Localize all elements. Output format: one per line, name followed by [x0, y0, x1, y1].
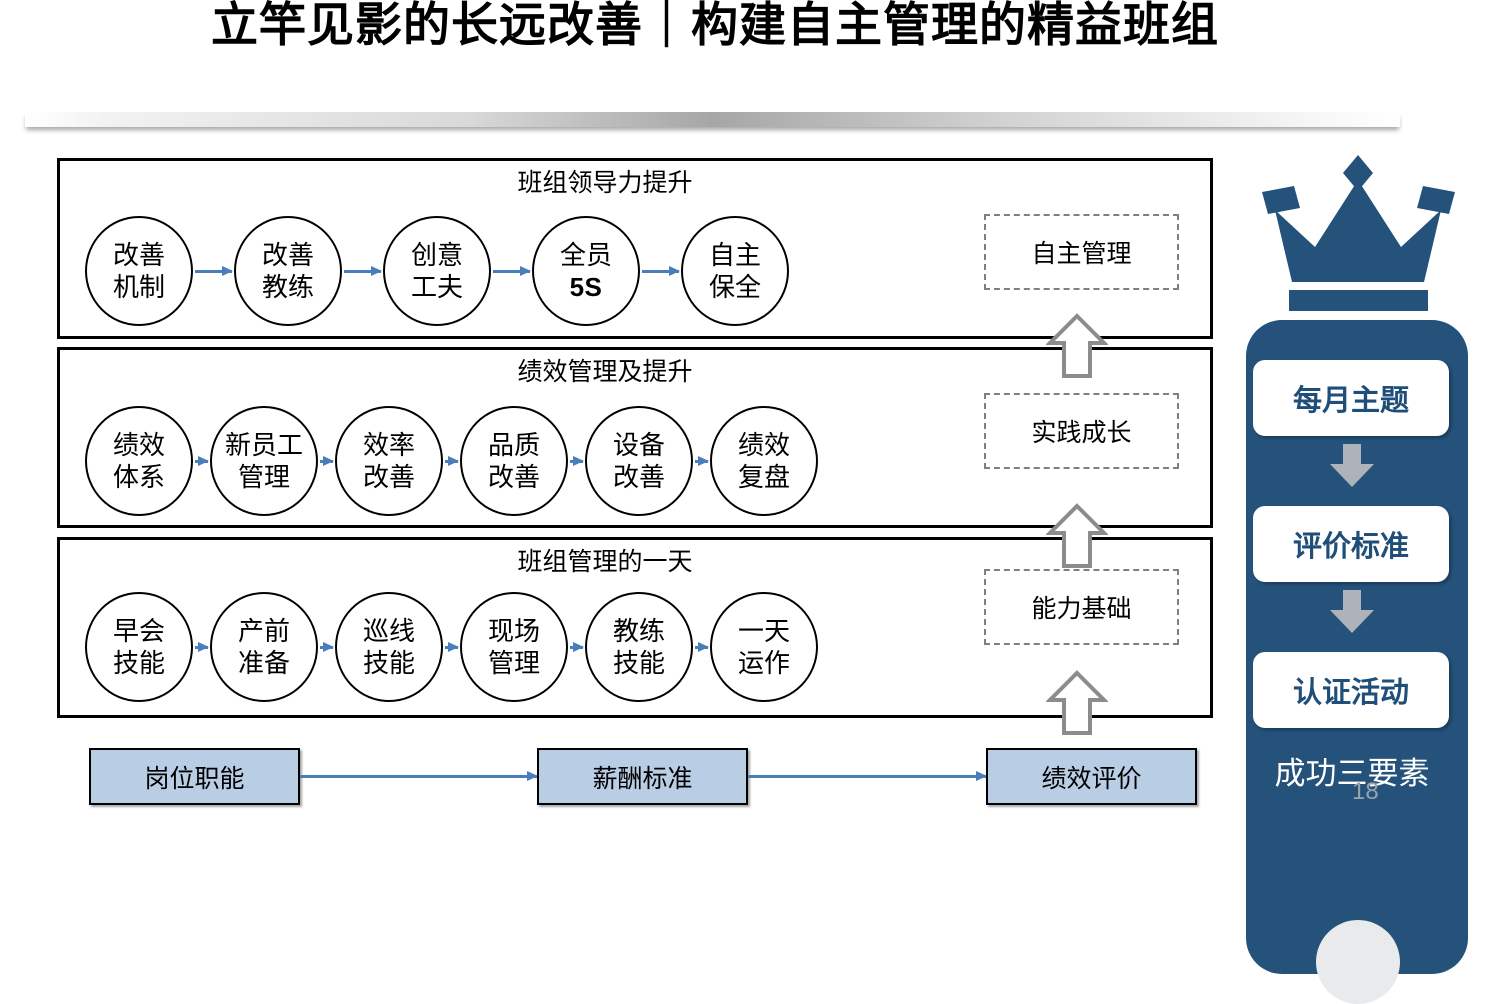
node-line-1: 新员工: [224, 430, 303, 460]
bottom-box-job-function[interactable]: 岗位职能: [89, 748, 300, 805]
connector-arrow: [642, 266, 680, 275]
up-arrow-icon: [1045, 313, 1109, 379]
connector-arrow: [320, 456, 334, 465]
process-node[interactable]: 教练技能: [585, 592, 693, 702]
node-line-1: 效率: [362, 430, 415, 460]
node-line-2: 管理: [237, 462, 290, 492]
connector-arrow: [195, 642, 209, 651]
node-line-1: 教练: [612, 616, 665, 646]
node-line-1: 现场: [487, 616, 540, 646]
bottom-box-performance-review[interactable]: 绩效评价: [986, 748, 1197, 805]
process-node[interactable]: 现场管理: [460, 592, 568, 702]
node-line-2: 复盘: [737, 462, 790, 492]
pillar-decor-circle: [1316, 920, 1400, 1004]
connector-arrow: [493, 266, 531, 275]
node-line-2: 管理: [487, 648, 540, 678]
node-line-1: 绩效: [737, 430, 790, 460]
node-line-2: 技能: [112, 648, 165, 678]
node-line-2: 技能: [612, 648, 665, 678]
up-arrow-icon: [1045, 503, 1109, 569]
frame-header: 班组管理的一天: [517, 548, 693, 576]
process-node[interactable]: 改善教练: [234, 216, 342, 326]
outcome-box[interactable]: 自主管理: [984, 214, 1179, 290]
connector-arrow: [695, 642, 709, 651]
node-line-1: 改善: [112, 240, 165, 270]
node-line-2: 体系: [112, 462, 165, 492]
connector-arrow: [445, 456, 459, 465]
node-line-1: 品质: [487, 430, 540, 460]
node-line-1: 全员: [559, 240, 612, 270]
page-number: 18: [1352, 778, 1379, 805]
step-certification-activity[interactable]: 认证活动: [1253, 652, 1449, 728]
node-line-1: 创意: [410, 240, 463, 270]
node-line-2: 改善: [487, 462, 540, 492]
connector-arrow: [570, 642, 584, 651]
node-line-1: 绩效: [112, 430, 165, 460]
node-line-2: 改善: [612, 462, 665, 492]
node-line-1: 改善: [261, 240, 314, 270]
node-line-1: 早会: [112, 616, 165, 646]
frame-header: 绩效管理及提升: [517, 358, 693, 386]
node-line-2: 运作: [737, 648, 790, 678]
pillar-caption: 成功三要素: [1274, 756, 1430, 791]
node-line-2: 技能: [362, 648, 415, 678]
title-divider: [25, 112, 1400, 127]
process-node[interactable]: 早会技能: [85, 592, 193, 702]
bottom-connector-arrow: [300, 771, 538, 780]
connector-arrow: [695, 456, 709, 465]
process-node[interactable]: 绩效体系: [85, 406, 193, 516]
connector-arrow: [195, 266, 233, 275]
connector-arrow: [344, 266, 382, 275]
bottom-box-salary-standard[interactable]: 薪酬标准: [537, 748, 748, 805]
page-title: 立竿见影的长远改善｜构建自主管理的精益班组: [211, 0, 1219, 51]
process-node[interactable]: 巡线技能: [335, 592, 443, 702]
process-node[interactable]: 自主保全: [681, 216, 789, 326]
process-node[interactable]: 改善机制: [85, 216, 193, 326]
node-line-2: 教练: [261, 272, 314, 302]
outcome-box[interactable]: 能力基础: [984, 569, 1179, 645]
node-line-2: 改善: [362, 462, 415, 492]
connector-arrow: [570, 456, 584, 465]
node-line-1: 巡线: [362, 616, 415, 646]
step-monthly-theme[interactable]: 每月主题: [1253, 360, 1449, 436]
bottom-connector-arrow: [748, 771, 987, 780]
step-evaluation-criteria[interactable]: 评价标准: [1253, 506, 1449, 582]
down-arrow-icon: [1329, 590, 1375, 634]
process-node[interactable]: 效率改善: [335, 406, 443, 516]
node-line-2: 工夫: [410, 272, 463, 302]
node-line-1: 自主: [708, 240, 761, 270]
crown-icon: [1256, 150, 1461, 315]
node-line-2: 5S: [569, 272, 603, 302]
process-node[interactable]: 新员工管理: [210, 406, 318, 516]
node-line-2: 保全: [708, 272, 761, 302]
node-line-1: 设备: [612, 430, 665, 460]
node-line-2: 准备: [237, 648, 290, 678]
node-line-2: 机制: [112, 272, 165, 302]
connector-arrow: [445, 642, 459, 651]
down-arrow-icon: [1329, 444, 1375, 488]
connector-arrow: [195, 456, 209, 465]
frame-header: 班组领导力提升: [517, 169, 693, 197]
node-line-1: 产前: [237, 616, 290, 646]
node-line-1: 一天: [737, 616, 790, 646]
process-node[interactable]: 设备改善: [585, 406, 693, 516]
outcome-box[interactable]: 实践成长: [984, 393, 1179, 469]
process-node[interactable]: 一天运作: [710, 592, 818, 702]
process-node[interactable]: 创意工夫: [383, 216, 491, 326]
connector-arrow: [320, 642, 334, 651]
process-node[interactable]: 绩效复盘: [710, 406, 818, 516]
process-node[interactable]: 品质改善: [460, 406, 568, 516]
process-node[interactable]: 产前准备: [210, 592, 318, 702]
up-arrow-icon: [1045, 670, 1109, 736]
